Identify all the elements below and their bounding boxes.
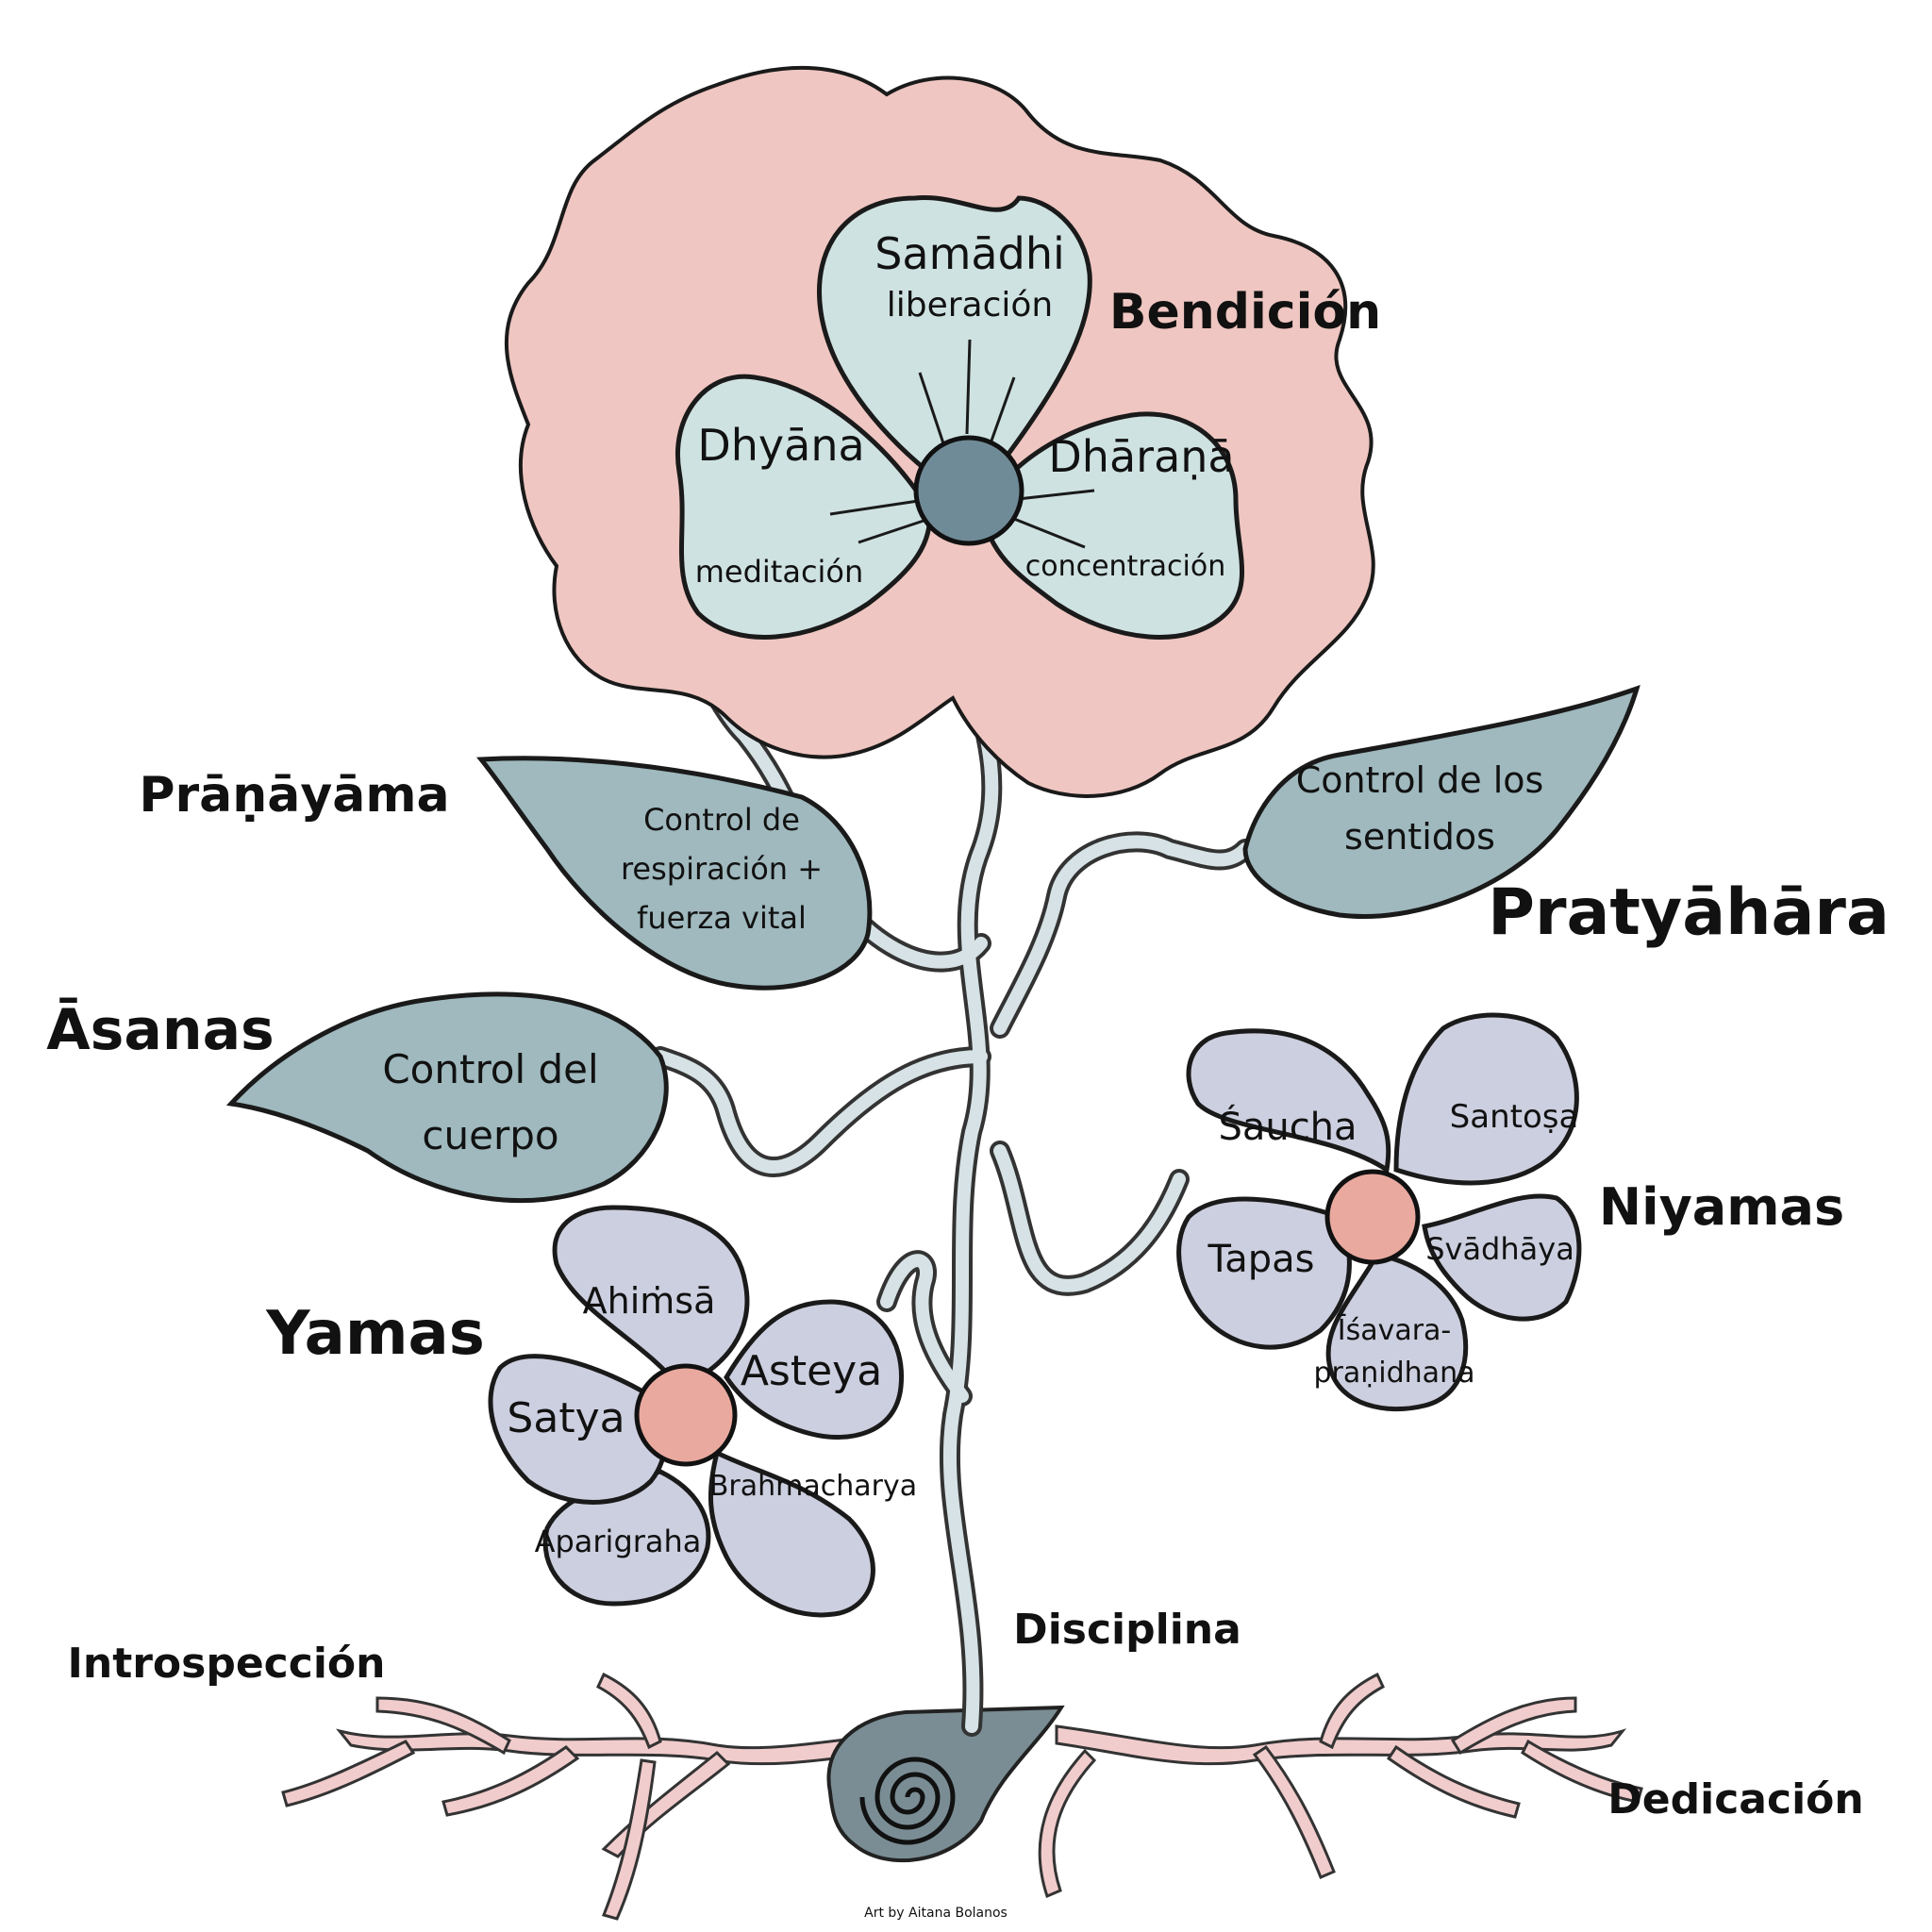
asanas-leaf — [225, 991, 669, 1204]
dedicacion-label: Dedicación — [1607, 1775, 1863, 1824]
pratyahara-label: Pratyāhāra — [1488, 875, 1890, 950]
yamas-flower — [488, 1205, 905, 1618]
pranayama-desc-2: respiración + — [621, 851, 823, 887]
samadhi-sub: liberación — [887, 286, 1054, 325]
niyamas-flower — [1176, 1012, 1582, 1412]
yamas-labels: Yamas Ahiṁsā Asteya Brahmacharya Aparigr… — [265, 1280, 917, 1559]
pranayama-labels: Prāṇāyāma Control de respiración + fuerz… — [139, 767, 823, 936]
pranayama-desc-3: fuerza vital — [637, 900, 807, 936]
niyamas-petal-tapas: Tapas — [1207, 1238, 1314, 1281]
pratyahara-desc-1: Control de los — [1296, 759, 1544, 801]
introspeccion-label: Introspección — [68, 1640, 386, 1688]
dhyana-label: Dhyāna — [697, 420, 864, 471]
dharana-label: Dhāraṇā — [1048, 431, 1234, 482]
yamas-petal-brahmacharya: Brahmacharya — [709, 1470, 917, 1503]
niyamas-labels: Niyamas Śaucha Santoṣa Svādhāya Īśavara-… — [1207, 1098, 1844, 1390]
dharana-sub: concentración — [1025, 550, 1226, 583]
stems — [650, 575, 1256, 1737]
samadhi-label: Samādhi — [874, 228, 1065, 279]
niyamas-petal-pranidhana: praṇidhana — [1314, 1357, 1475, 1390]
yamas-label: Yamas — [265, 1299, 485, 1369]
asanas-label: Āsanas — [46, 996, 275, 1063]
pranayama-leaf — [476, 756, 873, 991]
bendicion-label: Bendición — [1109, 284, 1381, 341]
asanas-desc-1: Control del — [382, 1046, 598, 1092]
yamas-petal-satya: Satya — [507, 1394, 625, 1442]
yamas-petal-ahimsa: Ahiṁsā — [583, 1280, 716, 1322]
pratyahara-desc-2: sentidos — [1344, 816, 1495, 858]
niyamas-label: Niyamas — [1599, 1177, 1844, 1237]
asanas-labels: Āsanas Control del cuerpo — [46, 996, 598, 1158]
spiral-stone — [826, 1705, 1065, 1863]
leaves — [225, 685, 1641, 1204]
niyamas-petal-saucha: Śaucha — [1218, 1104, 1357, 1149]
niyamas-petal-svadhaya: Svādhāya — [1425, 1231, 1574, 1267]
bendicion-center — [913, 435, 1024, 546]
pranayama-label: Prāṇāyāma — [139, 767, 449, 824]
ground-labels: Introspección Disciplina Dedicación Art … — [68, 1606, 1864, 1921]
pranayama-desc-1: Control de — [643, 802, 800, 838]
yamas-petal-asteya: Asteya — [741, 1347, 882, 1395]
asanas-desc-2: cuerpo — [422, 1112, 558, 1158]
yamas-center — [634, 1363, 738, 1467]
bloom-center-rays — [829, 339, 1095, 549]
bendicion-labels: Bendición Samādhi liberación Dhyāna medi… — [695, 228, 1381, 590]
disciplina-label: Disciplina — [1013, 1606, 1241, 1654]
niyamas-petal-santosa: Santoṣa — [1450, 1098, 1579, 1136]
pratyahara-labels: Pratyāhāra Control de los sentidos — [1296, 759, 1890, 950]
niyamas-center — [1324, 1169, 1421, 1265]
dhyana-sub: meditación — [695, 554, 864, 590]
yamas-petal-aparigraha: Aparigraha — [535, 1524, 702, 1559]
niyamas-petal-isavara: Īśavara- — [1338, 1313, 1452, 1347]
artist-credit: Art by Aitana Bolanos — [864, 1906, 1008, 1921]
roots — [281, 1672, 1643, 1921]
mint-petals — [675, 195, 1245, 640]
pratyahara-leaf — [1242, 685, 1641, 920]
